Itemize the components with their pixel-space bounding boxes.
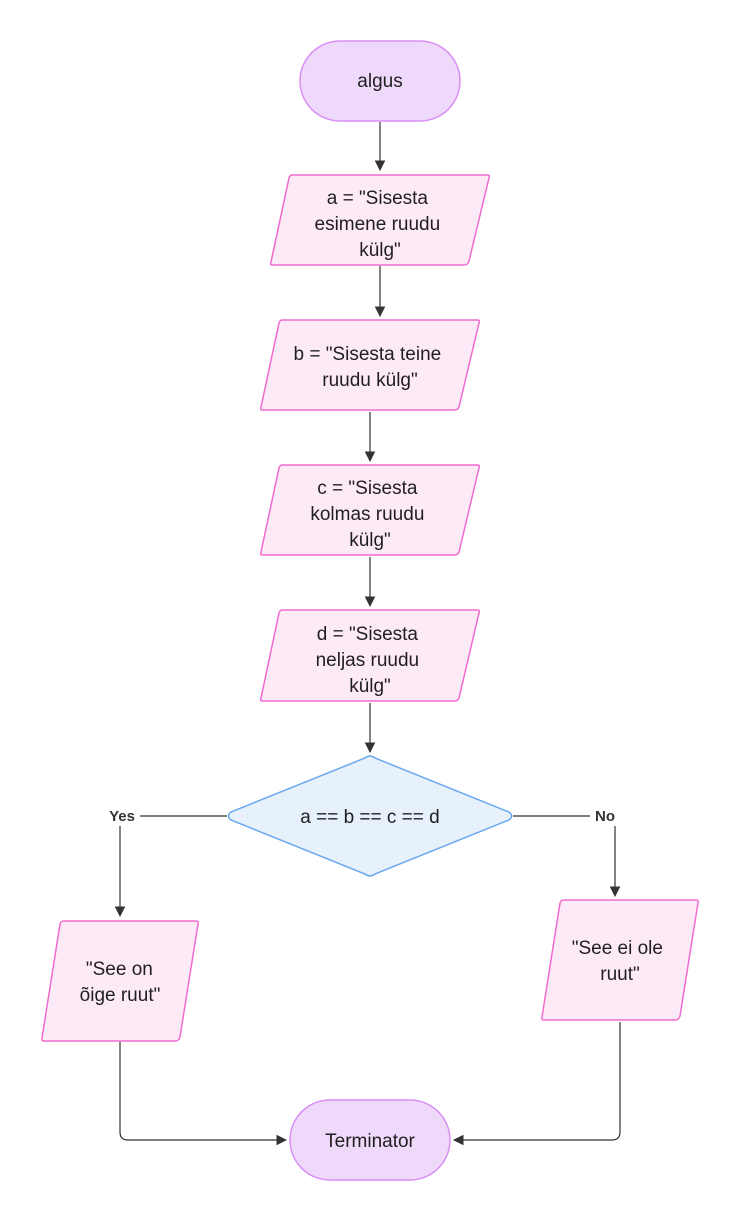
input-a-shape [269,174,491,266]
input-a-line-2: esimene ruudu [315,214,441,235]
decision-label: a == b == c == d [300,807,439,828]
input-c-line-3: külg" [349,530,391,551]
end-terminal[interactable]: Terminator [289,1099,451,1181]
edge-label-yes: Yes [109,808,135,825]
end-shape [289,1099,451,1181]
input-b-node[interactable]: b = "Sisesta teine ruudu külg" [259,319,481,411]
end-label: Terminator [325,1131,415,1152]
decision-shape [227,755,513,877]
decision-node[interactable]: a == b == c == d [227,755,513,877]
output-yes-shape [41,920,199,1042]
svg-text:a = "Sisesta esimene r: a = "Sisesta esimene ruudu külg" [315,188,446,261]
edge-label-no-group: No [590,806,620,826]
input-c-line-2: kolmas ruudu [310,504,424,525]
svg-text:a == b == c == d: a == b == c == d [300,807,439,828]
svg-text:"See ei ole ruut": "See ei ole ruut" [572,938,669,985]
input-a-node[interactable]: a = "Sisesta esimene ruudu külg" [269,174,491,266]
output-yes-line-2: õige ruut" [80,985,161,1006]
svg-text:b = "Sisesta teine ruu: b = "Sisesta teine ruudu külg" [293,344,446,391]
input-b-line-1: b = "Sisesta teine [293,344,441,365]
svg-text:d = "Sisesta neljas ru: d = "Sisesta neljas ruudu külg" [316,624,425,697]
input-d-line-2: neljas ruudu [316,650,420,671]
svg-text:"See on õige ruut": "See on õige ruut" [80,959,161,1006]
edge-decision-yes [114,815,227,918]
output-no-shape [541,899,699,1021]
start-shape [299,40,461,122]
output-yes-node[interactable]: "See on õige ruut" [41,920,199,1042]
input-c-node[interactable]: c = "Sisesta kolmas ruudu külg" [259,464,481,556]
output-no-node[interactable]: "See ei ole ruut" [541,899,699,1021]
output-no-line-1: "See ei ole [572,938,663,959]
edge-yes-to-end [119,1042,288,1146]
edge-no-to-end [452,1022,621,1146]
input-b-line-2: ruudu külg" [322,370,417,391]
output-yes-line-1: "See on [86,959,153,980]
input-d-shape [259,609,481,702]
input-a-line-1: a = "Sisesta [327,188,429,209]
input-b-shape [259,319,481,411]
start-label: algus [357,71,402,92]
svg-text:c = "Sisesta kolmas ru: c = "Sisesta kolmas ruudu külg" [310,478,429,551]
input-d-node[interactable]: d = "Sisesta neljas ruudu külg" [259,609,481,702]
edge-label-no: No [595,808,615,825]
input-d-line-3: külg" [349,676,391,697]
svg-text:algus: algus [357,71,402,92]
input-d-line-1: d = "Sisesta [317,624,419,645]
start-terminal[interactable]: algus [299,40,461,122]
edge-decision-no [513,815,621,898]
input-c-shape [259,464,481,556]
svg-text:Terminator: Terminator [325,1131,415,1152]
input-a-line-3: külg" [359,240,401,261]
edge-label-yes-group: Yes [104,806,140,826]
output-no-line-2: ruut" [600,964,639,985]
input-c-line-1: c = "Sisesta [317,478,418,499]
